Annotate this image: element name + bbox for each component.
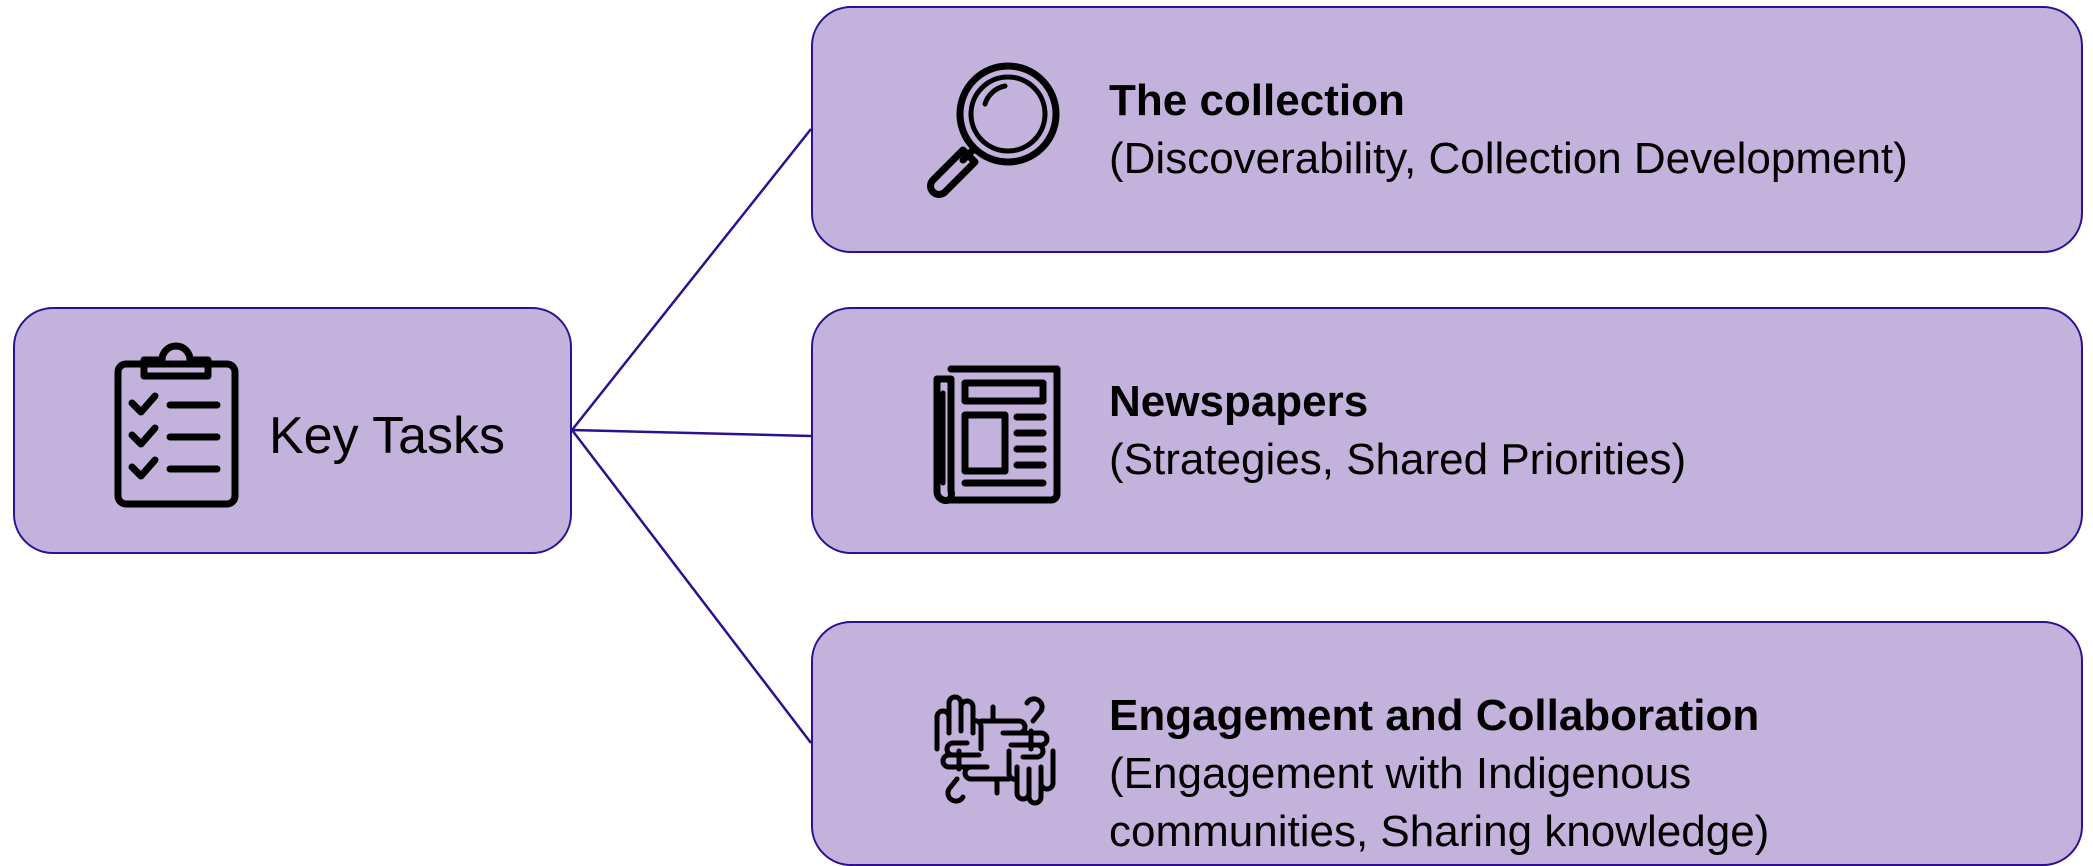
root-node-key-tasks: Key Tasks bbox=[13, 307, 572, 554]
task-title-newspapers: Newspapers bbox=[1109, 377, 1369, 426]
connector-line-newspapers bbox=[571, 428, 812, 438]
joined-hands-icon bbox=[934, 694, 1056, 806]
task-description-collection: (Discoverability, Collection Development… bbox=[1109, 134, 1908, 183]
task-description-engagement: (Engagement with Indigenous communities,… bbox=[1109, 749, 1770, 856]
connector-line-engagement bbox=[571, 429, 812, 744]
task-title-engagement: Engagement and Collaboration bbox=[1109, 691, 1760, 740]
task-description-newspapers: (Strategies, Shared Priorities) bbox=[1109, 435, 1687, 484]
task-title-collection: The collection bbox=[1109, 76, 1405, 125]
clipboard-checklist-icon bbox=[114, 342, 239, 508]
task-node-engagement: Engagement and Collaboration (Engagement… bbox=[811, 621, 2083, 866]
task-node-newspapers: Newspapers (Strategies, Shared Prioritie… bbox=[811, 307, 2083, 554]
magnifying-glass-icon bbox=[927, 62, 1060, 198]
connector-line-collection bbox=[571, 128, 812, 431]
task-node-collection: The collection (Discoverability, Collect… bbox=[811, 6, 2083, 253]
root-label: Key Tasks bbox=[269, 407, 506, 465]
newspaper-icon bbox=[933, 365, 1061, 504]
